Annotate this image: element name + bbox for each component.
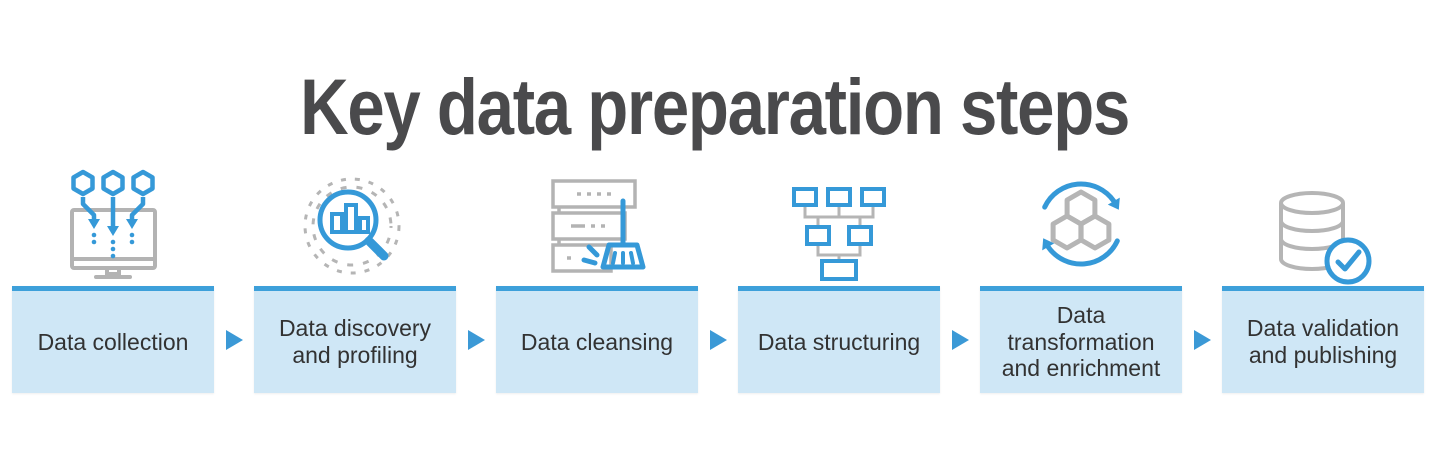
flow-arrow-icon xyxy=(1194,330,1211,350)
step-label: Data validation and publishing xyxy=(1246,315,1400,368)
step-box-data-validation: Data validation and publishing xyxy=(1222,286,1424,393)
flow-arrow-icon xyxy=(468,330,485,350)
flow-arrow-icon xyxy=(710,330,727,350)
step-box-data-collection: Data collection xyxy=(12,286,214,393)
step-box-data-discovery: Data discovery and profiling xyxy=(254,286,456,393)
step-label: Data discovery and profiling xyxy=(278,315,432,368)
step-box-data-structuring: Data structuring xyxy=(738,286,940,393)
flow-arrow-icon xyxy=(952,330,969,350)
monitor-data-input-icon xyxy=(70,169,157,279)
step-box-data-transformation: Data transformation and enrichment xyxy=(980,286,1182,393)
flow-arrow-icon xyxy=(226,330,243,350)
page-title: Key data preparation steps xyxy=(300,62,1131,152)
step-label: Data structuring xyxy=(757,328,921,355)
step-label: Data cleansing xyxy=(520,328,674,355)
hexagons-cycle-icon xyxy=(1042,181,1120,267)
step-label: Data transformation and enrichment xyxy=(1001,301,1161,382)
step-label: Data collection xyxy=(37,328,189,355)
database-checkmark-icon xyxy=(1279,191,1372,285)
org-chart-icon xyxy=(792,187,886,281)
magnifier-bar-chart-icon xyxy=(303,177,401,275)
servers-broom-icon xyxy=(551,179,646,273)
step-box-data-cleansing: Data cleansing xyxy=(496,286,698,393)
